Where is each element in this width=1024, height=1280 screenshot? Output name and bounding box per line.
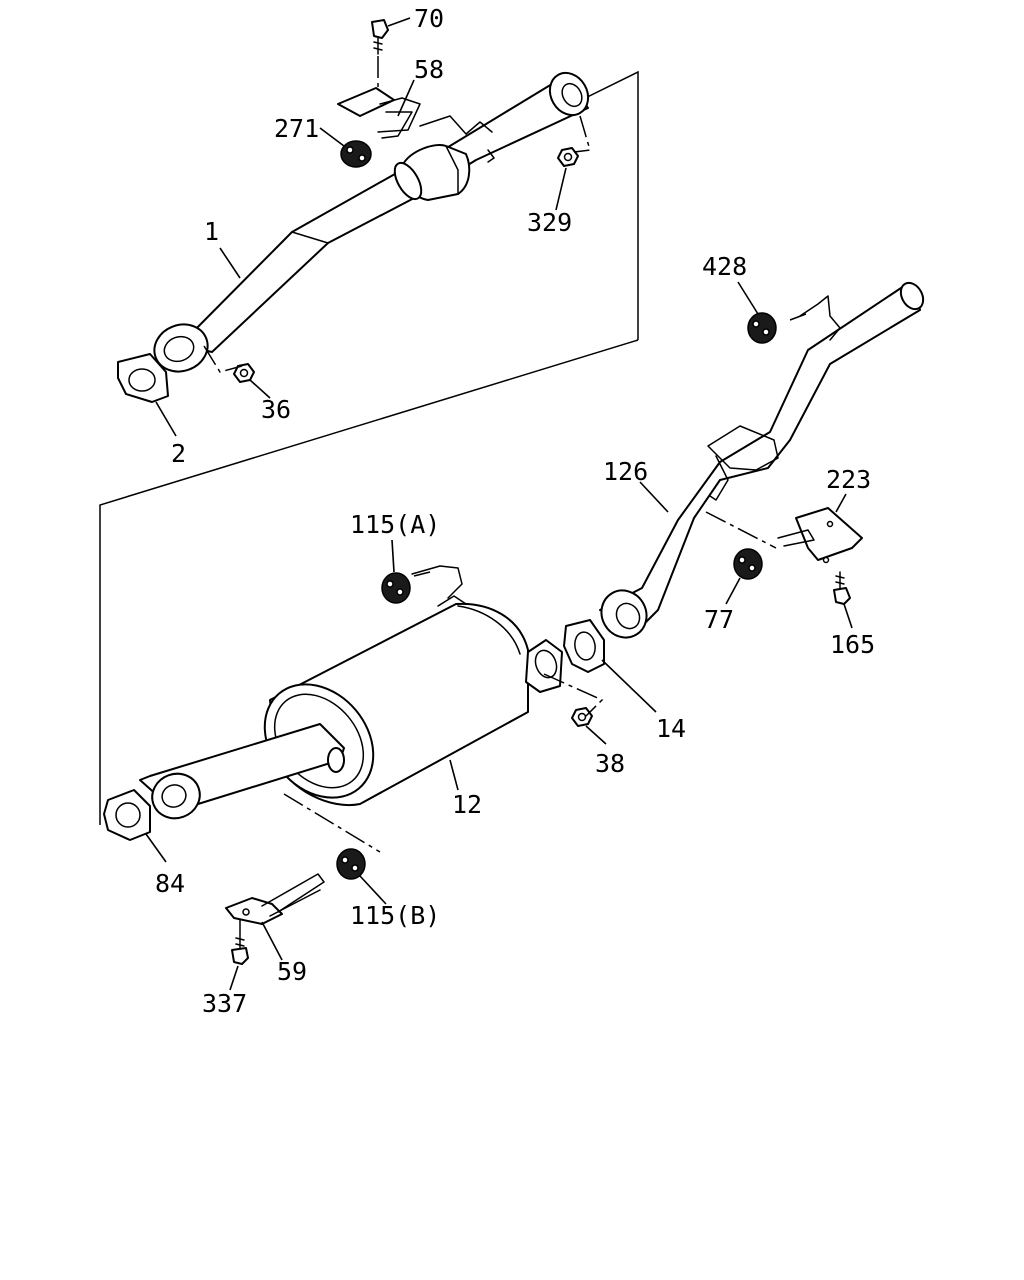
alignment-lines (203, 56, 807, 934)
callout-84: 84 (155, 869, 185, 898)
front-exhaust-pipe[interactable] (148, 66, 596, 379)
callout-38: 38 (595, 749, 625, 778)
callout-337: 337 (202, 989, 247, 1018)
nut-329[interactable] (557, 147, 579, 167)
tail-pipe[interactable] (593, 279, 928, 646)
callout-115b: 115(B) (350, 901, 440, 930)
callout-36: 36 (261, 395, 291, 424)
callout-12: 12 (452, 790, 482, 819)
muffler[interactable] (139, 595, 563, 825)
callout-labels: 70 58 271 329 1 36 2 428 126 223 115(A) … (155, 4, 875, 1018)
callout-428: 428 (702, 252, 747, 281)
assembly-frame (99, 70, 639, 825)
callout-271: 271 (274, 114, 319, 143)
rubber-mount-428[interactable] (747, 312, 777, 344)
callout-1: 1 (204, 217, 219, 246)
nut-38[interactable] (571, 707, 593, 727)
rubber-mount-115b[interactable] (336, 848, 366, 880)
catalytic-converter[interactable] (389, 144, 471, 203)
hanger-bracket-58[interactable] (337, 87, 421, 139)
bolt-337[interactable] (231, 933, 249, 965)
rubber-mount-115a[interactable] (381, 565, 463, 604)
hanger-bracket-223[interactable] (777, 507, 863, 564)
gasket-2[interactable] (117, 353, 169, 403)
callout-59: 59 (277, 957, 307, 986)
rubber-mount-77[interactable] (733, 548, 763, 580)
gasket-14[interactable] (563, 619, 605, 673)
bolt-165[interactable] (833, 571, 851, 605)
callout-329: 329 (527, 208, 572, 237)
callout-165: 165 (830, 630, 875, 659)
callout-77: 77 (704, 605, 734, 634)
callout-2: 2 (171, 439, 186, 468)
callout-126: 126 (603, 457, 648, 486)
callout-70: 70 (414, 4, 444, 33)
gasket-84[interactable] (103, 789, 151, 841)
bolt-70[interactable] (371, 19, 389, 55)
callout-223: 223 (826, 465, 871, 494)
leader-lines (145, 17, 853, 991)
callout-115a: 115(A) (350, 510, 440, 539)
callout-14: 14 (656, 714, 686, 743)
callout-58: 58 (414, 55, 444, 84)
hanger-bracket-59[interactable] (225, 873, 325, 925)
rubber-mount-271[interactable] (340, 140, 372, 168)
